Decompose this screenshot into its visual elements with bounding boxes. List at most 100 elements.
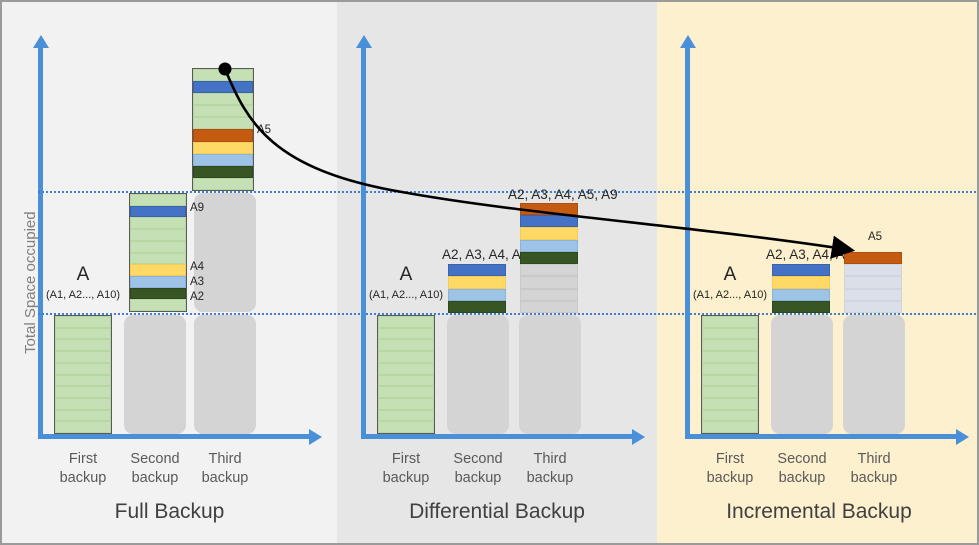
xtick-diff-first: First backup bbox=[362, 450, 450, 487]
segment-orange-a5 bbox=[520, 203, 578, 216]
xtick-line2: backup bbox=[382, 469, 430, 486]
xtick-line1: Second bbox=[453, 451, 503, 467]
segment-lgreen bbox=[55, 409, 111, 422]
segment-lgreen bbox=[702, 386, 758, 398]
segment-lgreen bbox=[702, 316, 758, 328]
label-bar-diff-third: A2, A3, A4, A5, A9 bbox=[508, 187, 618, 202]
bar-diff-first bbox=[377, 315, 435, 434]
xtick-incr-second: Second backup bbox=[758, 450, 846, 487]
segment-lgreen bbox=[378, 351, 434, 363]
bar-full-third bbox=[192, 68, 254, 191]
segment-lgreen bbox=[193, 105, 253, 118]
x-axis-line-full bbox=[38, 434, 310, 439]
segment-lblue-a3 bbox=[772, 288, 830, 301]
segment-lgreen bbox=[378, 374, 434, 387]
ghost-block-incr-2 bbox=[771, 315, 833, 434]
segment-lgreen bbox=[702, 409, 758, 422]
label-bar-incr-second: A2, A3, A4, A9 bbox=[766, 247, 853, 262]
segment-blue-a9 bbox=[193, 81, 253, 94]
segment-lgreen bbox=[378, 409, 434, 422]
x-axis-arrow-full bbox=[309, 428, 322, 445]
label-a5-incr: A5 bbox=[868, 231, 883, 243]
bar-incr-first bbox=[701, 315, 759, 434]
xtick-full-second: Second backup bbox=[111, 450, 199, 487]
segment-blue-a9 bbox=[520, 215, 578, 228]
label-a4-full: A4 bbox=[190, 261, 205, 273]
xtick-line1: First bbox=[391, 451, 421, 467]
xtick-line2: backup bbox=[201, 469, 249, 486]
segment-lgreen bbox=[55, 327, 111, 340]
segment-lblue-a3 bbox=[448, 288, 506, 301]
x-axis-line-incr bbox=[685, 434, 957, 439]
segment-gray bbox=[520, 300, 578, 313]
segment-dgreen-a2 bbox=[520, 251, 578, 265]
bar-incr-first-files: (A1, A2..., A10) bbox=[693, 289, 767, 301]
ghost-block-incr-3 bbox=[843, 315, 905, 434]
x-axis-arrow-diff bbox=[632, 428, 645, 445]
xtick-line1: Third bbox=[208, 451, 242, 467]
segment-yellow-a4 bbox=[772, 276, 830, 289]
panel-title-diff: Differential Backup bbox=[409, 500, 585, 523]
xtick-line2: backup bbox=[131, 469, 179, 486]
segment-lgreen bbox=[702, 421, 758, 434]
panel-title-incr: Incremental Backup bbox=[726, 500, 912, 523]
segment-lgreen bbox=[378, 421, 434, 434]
ghost-block-diff-3 bbox=[519, 315, 581, 434]
segment-lgreen bbox=[130, 217, 186, 230]
xtick-line1: Second bbox=[130, 451, 180, 467]
xtick-full-third: Third backup bbox=[181, 450, 269, 487]
segment-lgreen bbox=[55, 397, 111, 410]
xtick-diff-second: Second backup bbox=[434, 450, 522, 487]
y-axis-arrow-incr bbox=[679, 35, 696, 48]
xtick-line1: First bbox=[68, 451, 98, 467]
segment-blue-a9 bbox=[772, 264, 830, 277]
segment-lgreen bbox=[702, 351, 758, 363]
segment-lgreen bbox=[55, 421, 111, 434]
guide-line-lower bbox=[38, 313, 977, 315]
segment-lgreen bbox=[378, 362, 434, 375]
segment-lgreen bbox=[193, 177, 253, 190]
segment-dgreen-a2 bbox=[448, 300, 506, 313]
segment-lgreen bbox=[193, 69, 253, 82]
segment-lgray bbox=[844, 300, 902, 314]
segment-lgreen bbox=[702, 397, 758, 410]
segment-lgreen bbox=[702, 362, 758, 375]
segment-lgreen bbox=[378, 386, 434, 398]
ghost-block-full-2a bbox=[124, 315, 186, 434]
x-axis-arrow-incr bbox=[956, 428, 969, 445]
segment-lgreen bbox=[130, 299, 186, 312]
ghost-block-diff-2 bbox=[447, 315, 509, 434]
segment-lgreen bbox=[378, 339, 434, 352]
y-axis-arrow-diff bbox=[355, 35, 372, 48]
label-a3-full: A3 bbox=[190, 276, 205, 288]
segment-lgreen bbox=[55, 374, 111, 387]
segment-lgreen bbox=[193, 117, 253, 130]
xtick-line2: backup bbox=[850, 469, 898, 486]
segment-lgreen bbox=[130, 229, 186, 241]
segment-lgreen bbox=[193, 93, 253, 106]
segment-lgreen bbox=[378, 316, 434, 328]
segment-lgreen bbox=[702, 327, 758, 340]
segment-yellow-a4 bbox=[448, 276, 506, 289]
xtick-line2: backup bbox=[706, 469, 754, 486]
bar-diff-third bbox=[520, 203, 578, 313]
bar-incr-first-letter: A bbox=[723, 264, 737, 285]
segment-dgreen-a2 bbox=[772, 300, 830, 313]
xtick-line1: Second bbox=[777, 451, 827, 467]
xtick-incr-third: Third backup bbox=[830, 450, 918, 487]
segment-lgreen bbox=[702, 374, 758, 387]
segment-blue-a9 bbox=[448, 264, 506, 277]
y-axis-line-incr bbox=[685, 48, 690, 437]
segment-yellow-a4 bbox=[520, 227, 578, 240]
segment-lgreen bbox=[130, 194, 186, 206]
xtick-line2: backup bbox=[526, 469, 574, 486]
panel-title-full: Full Backup bbox=[114, 500, 225, 523]
segment-lgreen bbox=[55, 386, 111, 398]
y-axis-line-full bbox=[38, 48, 43, 437]
segment-gray bbox=[520, 276, 578, 289]
segment-lblue-a3 bbox=[193, 153, 253, 166]
segment-lblue-a3 bbox=[130, 275, 186, 288]
segment-blue-a9 bbox=[130, 205, 186, 218]
segment-dgreen-a2 bbox=[130, 287, 186, 300]
label-bar-diff-second: A2, A3, A4, A9 bbox=[442, 247, 529, 262]
